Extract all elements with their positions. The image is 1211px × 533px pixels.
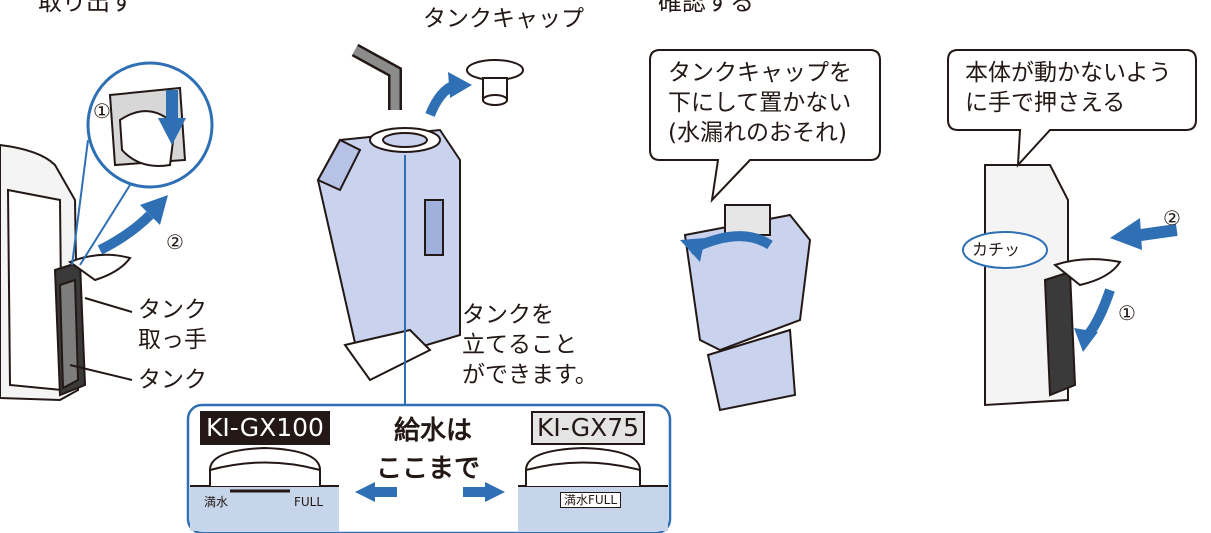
full-right: 満水FULL [560,492,622,508]
right-appliance [984,164,1122,407]
left-appliance [0,143,132,402]
bubble-hold-line2: に手で押さえる [965,90,1126,116]
bubble-cap-line3: (水漏れのおそれ) [668,120,847,146]
right-step1: ① [1118,301,1136,325]
right-step2: ② [1163,206,1181,230]
leader-tank [69,364,133,381]
click-badge-shape [962,231,1048,269]
push-arrow [1110,218,1178,250]
left-step1: ① [93,99,111,123]
bubble-hold-shape [947,49,1197,168]
leader-tank-handle [84,297,133,313]
heading-check: 確認する [658,0,754,16]
label-tank-handle-1: タンク [138,297,207,323]
label-tank: タンク [138,367,207,393]
bubble-cap-line1: タンクキャップを [668,60,852,86]
left-down-arrow [158,90,186,145]
label-tank-handle-2: 取っ手 [138,327,207,353]
left-up-arrow [97,195,168,255]
water-hose [351,43,402,110]
heading-remove: 取り出す [38,0,134,16]
bubble-hold-line1: 本体が動かないよう [965,60,1172,86]
fill-line-label-2: ここまで [375,454,480,484]
stand-note-3: ができます。 [462,362,598,388]
click-label: カチッ [972,240,1021,259]
tank-cap-icon [466,59,524,106]
left-step2: ② [166,230,184,254]
model-label-gx100: KI-GX100 [200,411,330,445]
bubble-cap-shape [649,49,881,203]
stand-note-1: タンクを [462,302,554,328]
stand-note-2: 立てること [462,332,577,358]
full-en-left: FULL [294,495,324,509]
label-tank-cap: タンクキャップ [423,6,584,32]
carry-curve-arrow [680,231,773,262]
rotate-down-arrow [1074,288,1115,352]
full-jp-left: 満水 [204,495,229,509]
bubble-cap-line2: 下にして置かない [668,90,852,116]
fill-line-label-1: 給水は [393,416,472,446]
carried-tank [683,204,812,412]
center-tank [316,127,461,382]
model-label-gx75: KI-GX75 [531,411,646,445]
zoom-circle [71,61,214,266]
cap-lift-arrow [425,72,472,117]
